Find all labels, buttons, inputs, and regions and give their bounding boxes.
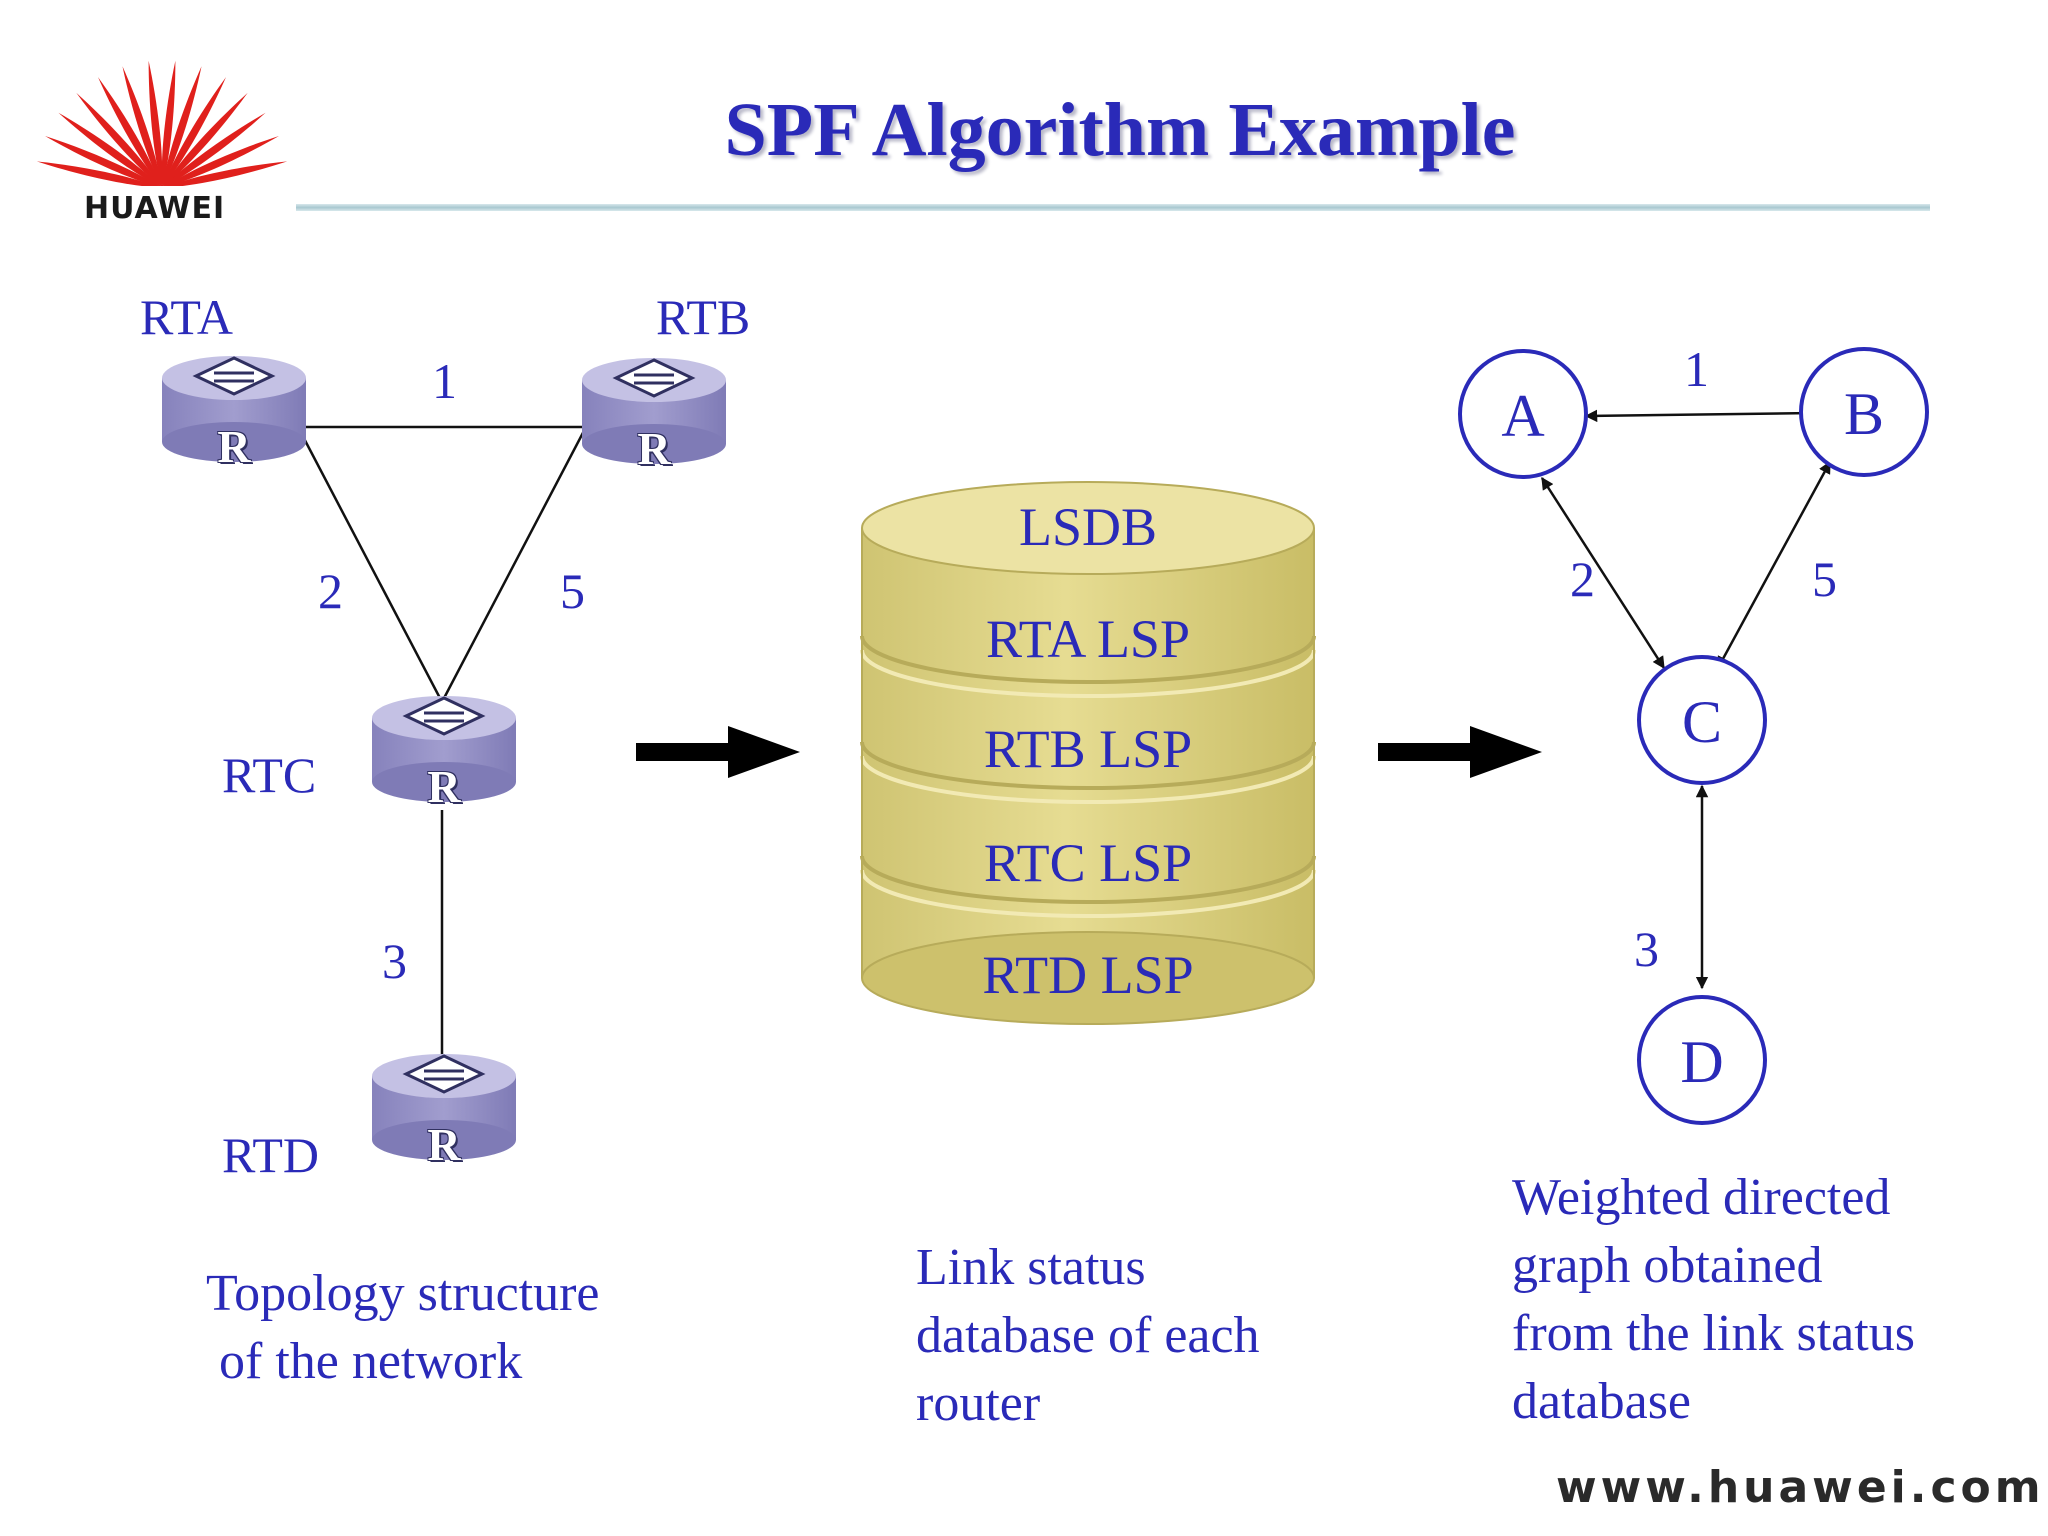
graph-node-c-label: C <box>1681 689 1723 755</box>
link-cost-rta-rtc: 2 <box>318 563 343 619</box>
edge-a-c <box>1540 476 1666 670</box>
huawei-wordmark: HUAWEI <box>84 191 226 226</box>
graph-node-d <box>1637 995 1767 1125</box>
edge-weight-c-d: 3 <box>1634 921 1659 977</box>
topology-caption-line-1: Topology structure <box>206 1265 600 1322</box>
router-rtd-glyph: R <box>427 1119 461 1170</box>
graph-node-b <box>1799 347 1929 477</box>
router-label-rtd: RTD <box>222 1127 319 1183</box>
graph-caption-line-1: Weighted directed <box>1512 1169 1891 1226</box>
graph-caption-line-3: from the link status <box>1512 1305 1915 1362</box>
lsdb-entry-rtb: RTB LSP <box>983 719 1193 779</box>
edge-weight-a-b: 1 <box>1684 341 1709 397</box>
lsdb-caption-line-3: router <box>916 1375 1041 1432</box>
edge-b-c <box>1716 460 1832 670</box>
slide-title: SPF Algorithm Example <box>724 88 1516 172</box>
link-cost-rta-rtb: 1 <box>432 353 457 409</box>
graph-caption-line-2: graph obtained <box>1512 1237 1823 1294</box>
lsdb-entry-rta: RTA LSP <box>985 609 1190 669</box>
lsdb-cylinder <box>860 481 1316 1025</box>
router-rtb <box>582 358 726 464</box>
graph-caption: Weighted directed graph obtained from th… <box>1512 1164 1915 1436</box>
router-rtd <box>372 1054 516 1160</box>
graph-edges <box>1540 406 1832 990</box>
graph-caption-line-4: database <box>1512 1373 1692 1430</box>
router-rtc-glyph: R <box>427 761 461 812</box>
title-divider <box>296 204 1930 211</box>
lsdb-caption-line-1: Link status <box>916 1239 1146 1296</box>
graph-node-b-label: B <box>1843 381 1885 447</box>
graph-node-c <box>1637 655 1767 785</box>
lsdb-entry-rtd: RTD LSP <box>982 945 1194 1005</box>
lsdb-caption-line-2: database of each <box>916 1307 1260 1364</box>
router-rtc <box>372 696 516 802</box>
link-rta-rtc <box>296 426 444 703</box>
router-rta <box>162 356 306 462</box>
edge-weight-b-c: 5 <box>1812 551 1837 607</box>
topology-links <box>296 425 588 1058</box>
graph-node-a-label: A <box>1501 383 1545 449</box>
router-label-rta: RTA <box>140 289 233 345</box>
flow-arrow-to-graph-icon <box>1378 726 1542 778</box>
router-label-rtc: RTC <box>222 747 317 803</box>
edge-a-b <box>1584 406 1816 423</box>
lsdb-header: LSDB <box>1018 497 1158 557</box>
edge-weight-a-c: 2 <box>1570 551 1595 607</box>
router-rta-glyph: R <box>217 421 251 472</box>
lsdb-entry-rtc: RTC LSP <box>983 833 1193 893</box>
graph-node-a <box>1458 349 1588 479</box>
flow-arrow-to-lsdb-icon <box>636 726 800 778</box>
link-cost-rtb-rtc: 5 <box>560 563 585 619</box>
link-cost-rtc-rtd: 3 <box>382 933 407 989</box>
footer-url: www.huawei.com <box>1556 1462 2045 1513</box>
link-rtb-rtc <box>440 426 588 703</box>
graph-node-d-label: D <box>1680 1029 1724 1095</box>
topology-caption-line-2: of the network <box>206 1333 523 1390</box>
router-rtb-glyph: R <box>637 423 671 474</box>
router-label-rtb: RTB <box>656 289 751 345</box>
graph-nodes <box>1458 347 1929 1125</box>
topology-caption: Topology structure of the network <box>206 1260 600 1396</box>
lsdb-caption: Link status database of each router <box>916 1234 1260 1438</box>
huawei-petal-logo-icon <box>36 60 288 198</box>
